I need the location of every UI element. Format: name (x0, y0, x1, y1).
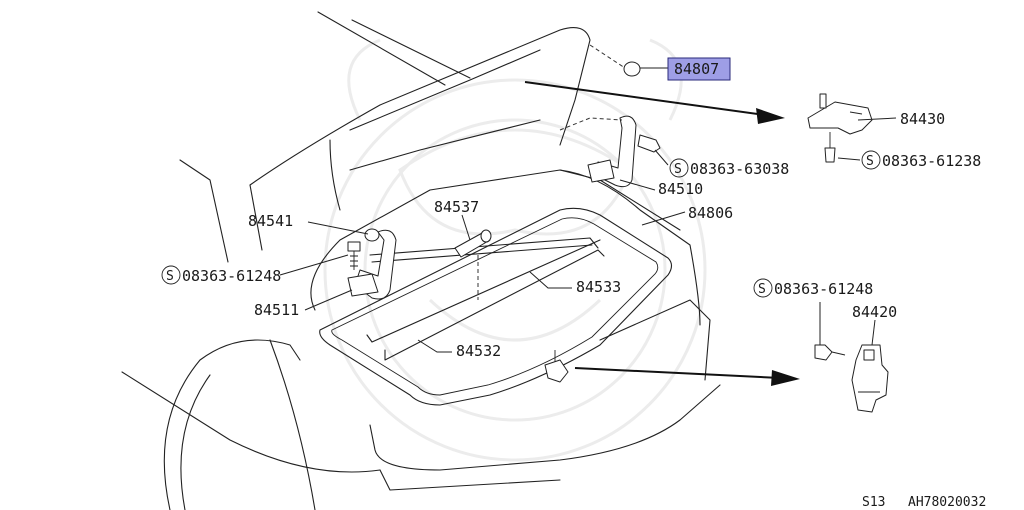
s-mark-61248-right: S (758, 282, 766, 297)
reference-arrows (524, 81, 800, 386)
left-trunk-hinge (347, 228, 397, 300)
diagram-footer: S13 AH78020032 (862, 495, 986, 510)
footer-series: S13 (862, 495, 885, 510)
footer-code: AH78020032 (908, 495, 986, 510)
bolt-callouts: S 08363-63038 S 08363-61238 S 08363-6124… (161, 150, 981, 298)
callout-84510[interactable]: 84510 (658, 180, 703, 198)
callout-84420[interactable]: 84420 (852, 303, 897, 321)
bolt-08363-61248-left[interactable]: 08363-61248 (182, 267, 281, 285)
part-number-labels: 84807 84430 84510 84806 84541 84537 8453… (248, 60, 945, 360)
leader-lines (279, 67, 897, 353)
s-mark-61248-left: S (166, 269, 174, 284)
lid-lock (807, 93, 873, 163)
torsion-bars (366, 237, 605, 361)
watermark-emblem (323, 38, 707, 462)
grommet (589, 44, 641, 77)
highlight-box (667, 57, 731, 81)
s-circle-symbol (861, 150, 881, 170)
right-trunk-hinge (559, 115, 661, 188)
bolt-08363-63038[interactable]: 08363-63038 (690, 160, 789, 178)
callout-84511[interactable]: 84511 (254, 301, 299, 319)
callout-84430[interactable]: 84430 (900, 110, 945, 128)
trunk-lock-latch (814, 302, 889, 413)
s-circle-symbol (669, 158, 689, 178)
callout-84806[interactable]: 84806 (688, 204, 733, 222)
s-mark-63038: S (674, 162, 682, 177)
lid-latch-bracket (544, 350, 569, 383)
bolt-08363-61248-right[interactable]: 08363-61248 (774, 280, 873, 298)
car-body (121, 11, 721, 510)
callout-84537[interactable]: 84537 (434, 198, 479, 216)
s-circle-symbol (753, 278, 773, 298)
callout-84532[interactable]: 84532 (456, 342, 501, 360)
bolt-08363-61238[interactable]: 08363-61238 (882, 152, 981, 170)
s-circle-symbol (161, 265, 181, 285)
callout-84541[interactable]: 84541 (248, 212, 293, 230)
s-mark-61238: S (866, 154, 874, 169)
trunk-stay (454, 229, 492, 300)
callout-84533[interactable]: 84533 (576, 278, 621, 296)
callout-84807[interactable]: 84807 (674, 60, 719, 78)
